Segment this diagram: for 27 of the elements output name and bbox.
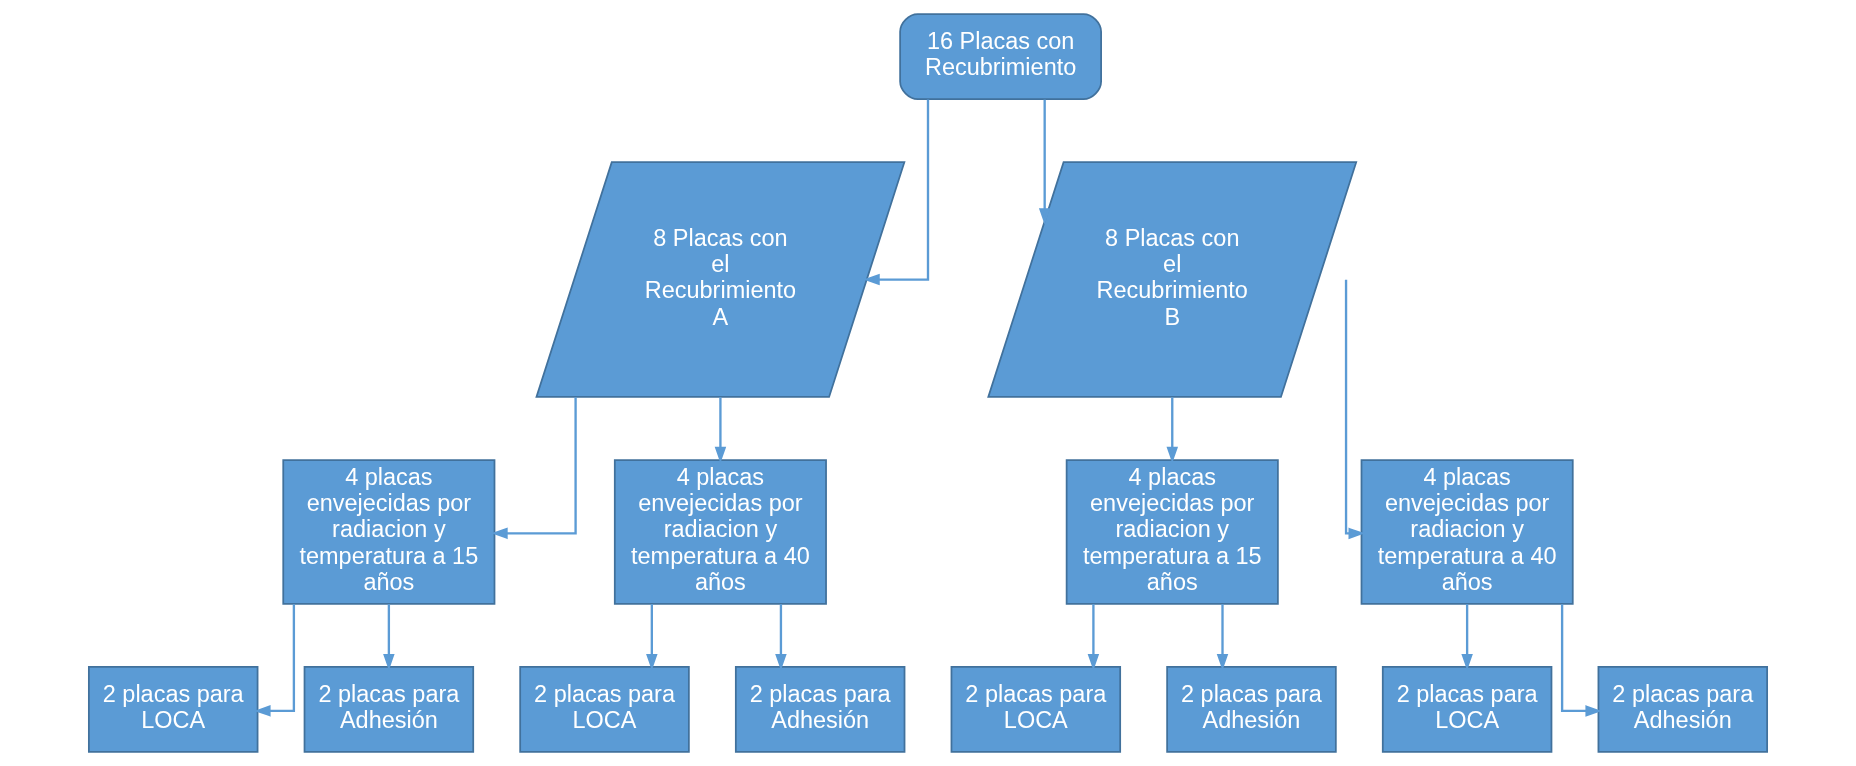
node-box: 2 placas para Adhesión: [303, 666, 475, 753]
node-box: 2 placas para Adhesión: [734, 666, 906, 753]
arrow: [1038, 99, 1051, 225]
arrow: [1087, 604, 1100, 671]
arrow: [1216, 604, 1229, 671]
arrow: [1560, 604, 1602, 717]
node-box: 4 placas envejecidas por radiacion y temperatura a 15 años: [282, 459, 496, 605]
node-box: 2 placas para LOCA: [519, 666, 690, 753]
node-box: 2 placas para Adhesión: [1597, 666, 1768, 753]
arrow: [863, 99, 930, 286]
arrow: [646, 604, 658, 671]
arrow: [775, 604, 787, 671]
node-box: 2 placas para LOCA: [950, 666, 1122, 753]
node-box: 4 placas envejecidas por radiacion y temperatura a 15 años: [1065, 459, 1279, 605]
arrow: [491, 397, 577, 540]
node-box: 4 placas envejecidas por radiacion y temperatura a 40 años: [613, 459, 827, 605]
node-box: 2 placas para Adhesión: [1166, 666, 1337, 753]
arrow: [1166, 397, 1179, 464]
arrow: [1461, 604, 1473, 671]
arrow: [383, 604, 395, 671]
arrow: [1344, 279, 1365, 540]
node-box: 16 Placas con Recubrimiento: [899, 13, 1102, 100]
arrow: [254, 604, 296, 717]
node-box: 4 placas envejecidas por radiacion y temperatura a 40 años: [1360, 459, 1574, 605]
node-box: 2 placas para LOCA: [88, 666, 259, 753]
arrow: [714, 397, 727, 464]
node-box: 2 placas para LOCA: [1381, 666, 1553, 753]
